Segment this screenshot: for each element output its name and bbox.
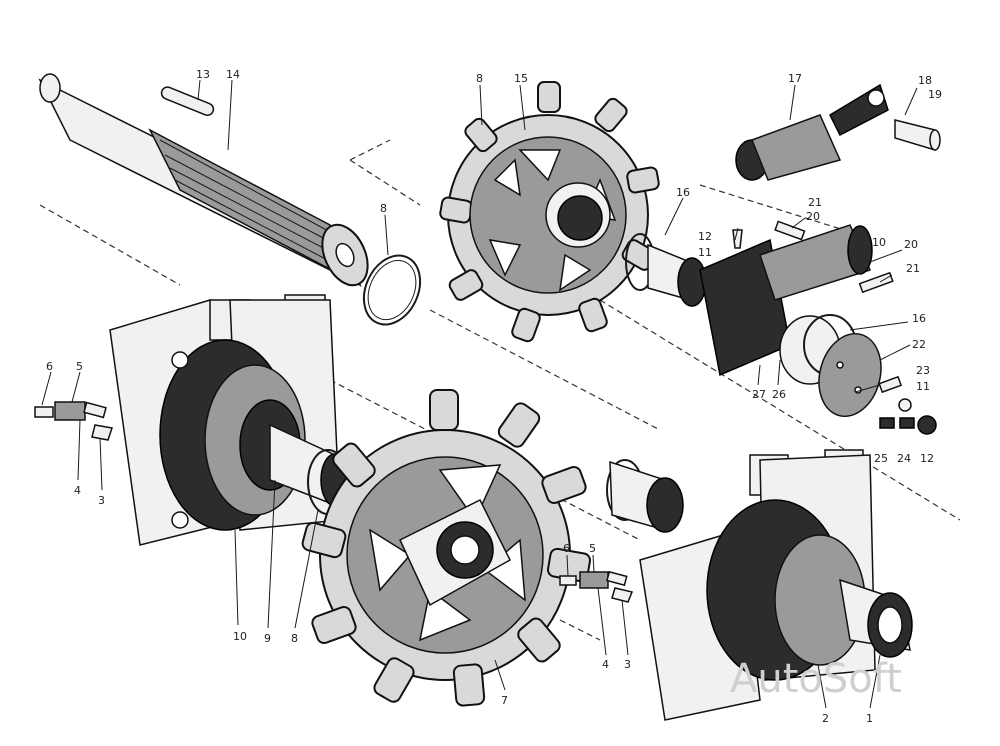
- arm-hub: [699, 224, 873, 385]
- label-16-left: 16: [676, 186, 690, 199]
- label-21-right: 21: [906, 262, 920, 275]
- label-6-left: 6: [46, 360, 53, 373]
- label-7: 7: [501, 694, 508, 707]
- right-housing: [639, 449, 913, 721]
- label-9: 9: [264, 632, 271, 645]
- label-11-top: 11: [698, 246, 712, 259]
- shaft-key: [160, 86, 215, 116]
- label-10: 10: [233, 630, 247, 643]
- label-19: 19: [928, 88, 942, 101]
- label-17: 17: [788, 72, 802, 85]
- label-14: 14: [226, 68, 240, 81]
- label-8-left: 8: [291, 632, 298, 645]
- label-20-right: 20: [904, 238, 918, 251]
- roller-bush-middle: [606, 459, 684, 533]
- left-housing: [109, 294, 341, 546]
- splined-shaft: [38, 73, 369, 287]
- grease-valve-right: [559, 570, 634, 603]
- label-15: 15: [514, 72, 528, 85]
- label-3-left: 3: [98, 494, 105, 507]
- label-27: 27: [752, 388, 766, 401]
- label-4-right: 4: [602, 658, 609, 671]
- big-sprocket: [301, 389, 592, 707]
- label-12-top: 12: [698, 230, 712, 243]
- label-24: 24: [897, 452, 911, 465]
- watermark: AutoSoft: [730, 656, 902, 702]
- label-20-top: 20: [806, 210, 820, 223]
- label-8-sprocket: 8: [476, 72, 483, 85]
- label-6-right: 6: [563, 542, 570, 555]
- leader-lines: [41, 79, 918, 709]
- part-labels: 13 14 8 8 15 17 18 19 21 20 12 11 16 10 …: [46, 68, 942, 725]
- label-3-right: 3: [624, 658, 631, 671]
- label-23: 23: [916, 364, 930, 377]
- label-5-right: 5: [589, 542, 596, 555]
- label-26: 26: [772, 388, 786, 401]
- end-cover: [818, 332, 882, 418]
- label-10-top: 10: [872, 236, 886, 249]
- label-16-right: 16: [912, 312, 926, 325]
- bearing-sleeve-top: [625, 233, 707, 307]
- grease-valve-left: [34, 401, 113, 441]
- label-2: 2: [822, 712, 829, 725]
- label-25: 25: [874, 452, 888, 465]
- label-12-right: 12: [920, 452, 934, 465]
- label-1: 1: [866, 712, 873, 725]
- o-ring-top: [362, 254, 422, 326]
- label-22: 22: [912, 338, 926, 351]
- label-11-right: 11: [916, 380, 930, 393]
- top-right-fasteners: [732, 220, 937, 435]
- universal-joint: [735, 83, 941, 181]
- label-18: 18: [918, 74, 932, 87]
- label-8-top: 8: [380, 202, 387, 215]
- label-4-left: 4: [74, 484, 81, 497]
- top-sprocket: [439, 81, 660, 343]
- label-5-left: 5: [76, 360, 83, 373]
- label-13: 13: [196, 68, 210, 81]
- label-21-top: 21: [808, 196, 822, 209]
